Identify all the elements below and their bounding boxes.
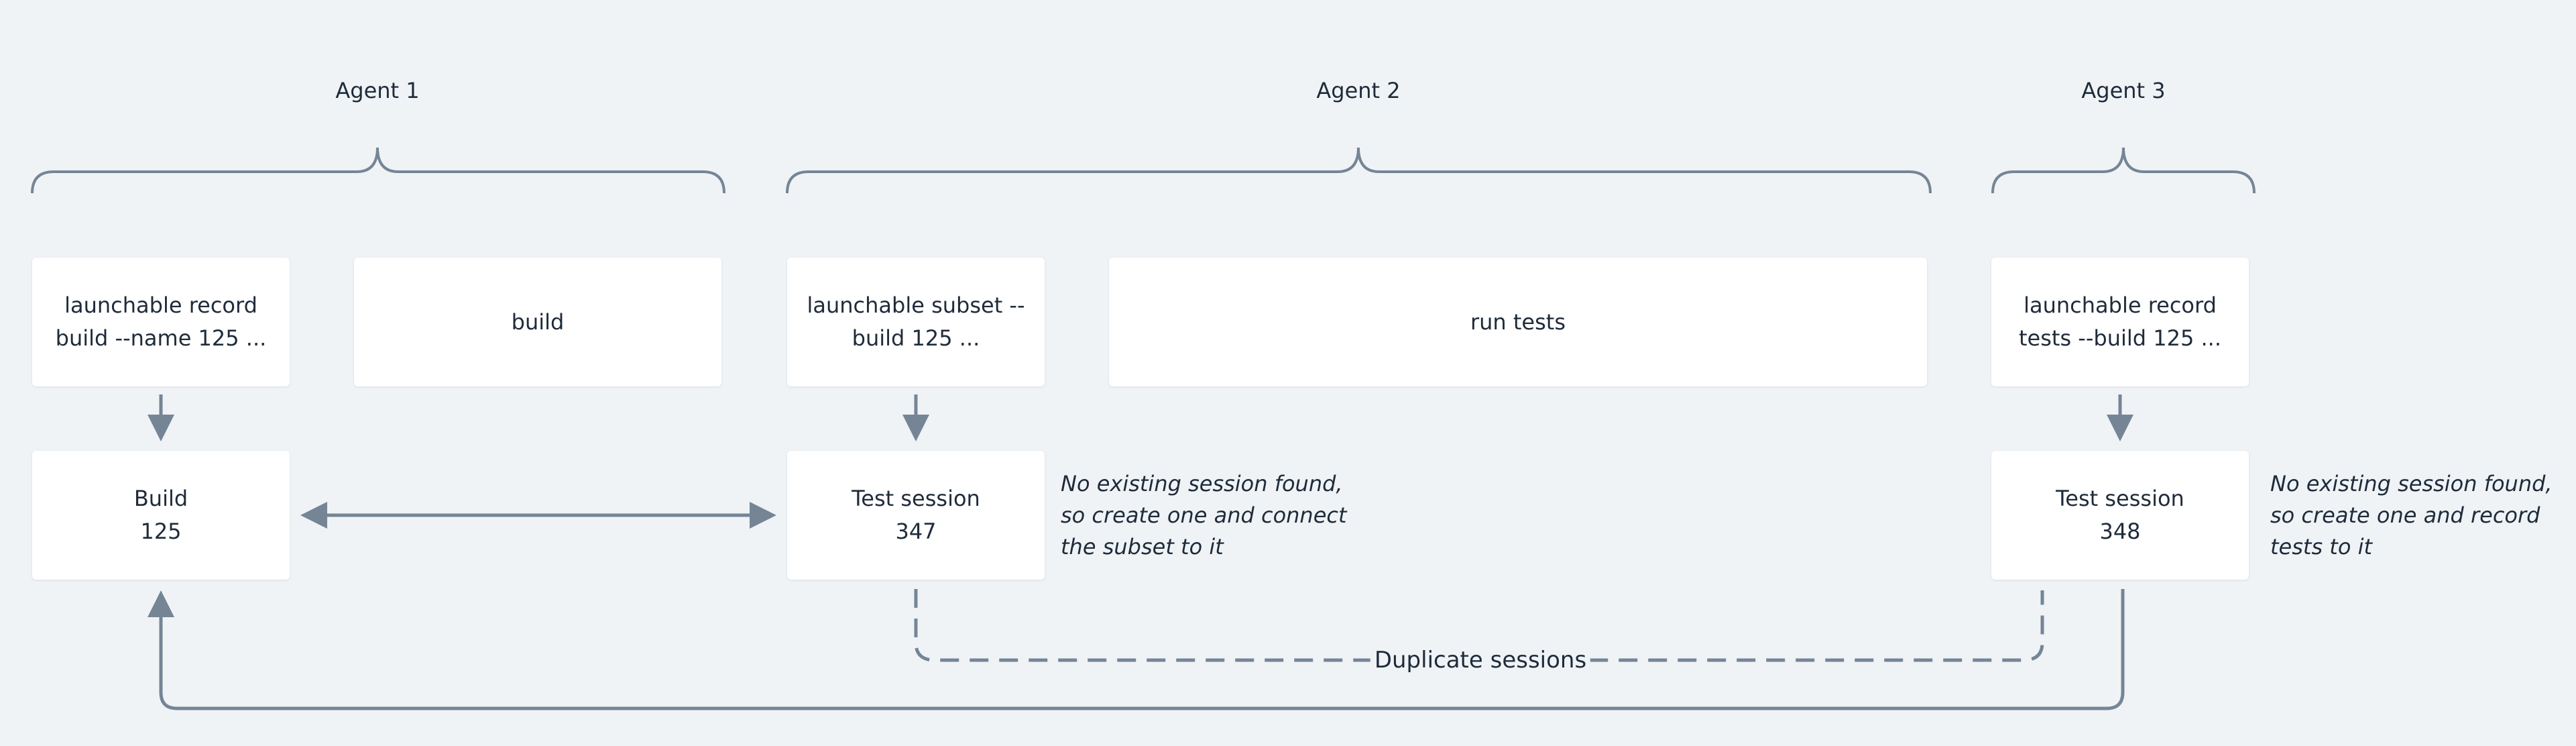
agent-1-brace: [31, 147, 725, 194]
agent-3-brace: [1991, 147, 2256, 194]
session-348-note: No existing session found, so create one…: [2270, 471, 2553, 560]
step-subset-text: launchable subset -- build 125 ...: [807, 292, 1025, 351]
agent-1-label: Agent 1: [335, 78, 420, 103]
step-record-tests: launchable record tests --build 125 ...: [1991, 258, 2249, 386]
step-record-build-text: launchable record build --name 125 ...: [55, 292, 267, 351]
duplicate-sessions-label: Duplicate sessions: [1370, 647, 1591, 674]
test-session-347-box: Test session 347: [787, 451, 1045, 580]
build-125-text: Build 125: [133, 486, 188, 544]
build-125-box: Build 125: [32, 451, 290, 580]
test-session-348-text: Test session 348: [2056, 486, 2184, 544]
arrow-session-348-to-build: [148, 589, 2125, 710]
step-run-tests: run tests: [1109, 258, 1927, 386]
step-run-tests-text: run tests: [1470, 309, 1566, 335]
session-347-note: No existing session found, so create one…: [1061, 471, 1347, 560]
agent-2-label: Agent 2: [1316, 78, 1401, 103]
step-build-text: build: [511, 309, 565, 335]
agent-3-label: Agent 3: [2081, 78, 2166, 103]
step-record-build: launchable record build --name 125 ...: [32, 258, 290, 386]
step-build: build: [354, 258, 721, 386]
step-record-tests-text: launchable record tests --build 125 ...: [2018, 292, 2221, 351]
test-session-347-text: Test session 347: [852, 486, 980, 544]
step-subset: launchable subset -- build 125 ...: [787, 258, 1045, 386]
agent-2-brace: [786, 147, 1932, 194]
test-session-348-box: Test session 348: [1991, 451, 2249, 580]
